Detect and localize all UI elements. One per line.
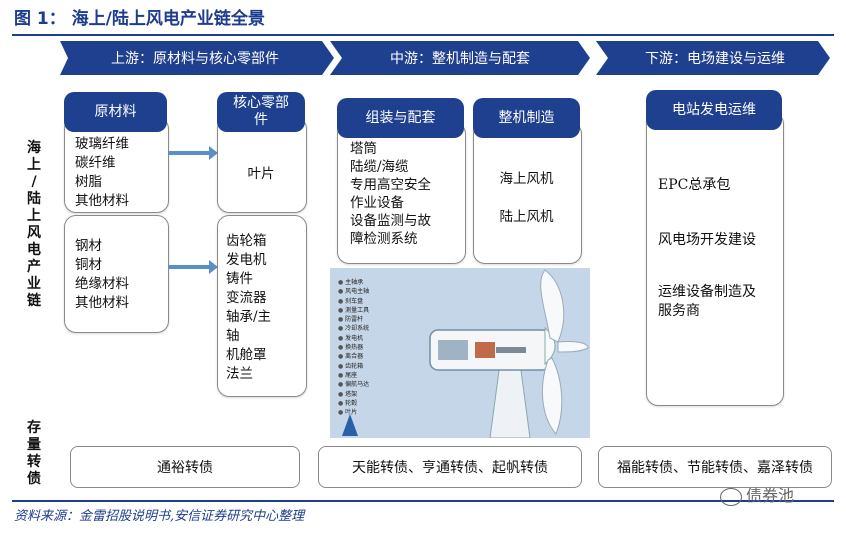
core-components-box-1 [217, 117, 307, 213]
turbine-diagram: ● 主轴承 ● 风电主轴 ● 刹车盘 ● 测量工具 ● 防雷杆 ● 冷却系统 ●… [330, 268, 590, 438]
footer-rule [12, 500, 834, 502]
turbine-header: 整机制造 [473, 98, 580, 138]
tower-shape [489, 362, 531, 438]
raw-materials-box-1 [64, 117, 169, 213]
midstream-band-shape [330, 41, 590, 75]
source-note: 资料来源：金雷招股说明书,安信证券研究中心整理 [14, 509, 305, 524]
assembly-box [337, 122, 466, 264]
bonds-midstream: 天能转债、亨通转债、起帆转债 [318, 446, 582, 488]
stage-upstream: 上游：原材料与核心零部件 [111, 51, 279, 67]
side-label-chain: 海上 /陆 上风 电产 业链 [27, 140, 41, 309]
arrow-raw-to-core-1 [168, 146, 218, 160]
turbine-list: 海上风机陆上风机 [499, 171, 554, 225]
assembly-header: 组装与配套 [337, 98, 464, 138]
bonds-upstream: 通裕转债 [70, 446, 300, 488]
blade-upper [540, 269, 565, 343]
blade-right [557, 341, 589, 353]
stage-bands-shapes [60, 41, 830, 75]
watermark: 债券池 [720, 482, 794, 506]
upstream-band-shape [60, 41, 334, 75]
diagram-legend: ● 主轴承 ● 风电主轴 ● 刹车盘 ● 测量工具 ● 防雷杆 ● 冷却系统 ●… [338, 279, 370, 417]
core-components-list-2: 齿轮箱发电机 铸件变流器 轴承/主轴 机舱罩法兰 [226, 233, 272, 382]
downstream-band-shape [596, 41, 830, 75]
generator-shape [438, 340, 468, 360]
side-label-bonds: 存量 转债 [27, 420, 41, 487]
arrow-raw-to-core-2 [168, 260, 218, 274]
figure-title: 图 1： 海上/陆上风电产业链全景 [14, 9, 265, 29]
raw-materials-box-2 [64, 215, 169, 333]
wechat-icon [720, 487, 742, 506]
core-components-list-1: 叶片 [247, 166, 275, 182]
stage-downstream: 下游：电场建设与运维 [645, 51, 785, 67]
raw-materials-list-1: 玻璃纤维碳纤维 树脂其他材料 [75, 136, 129, 209]
turbine-illustration [342, 269, 589, 438]
turbine-box [473, 122, 582, 264]
core-components-header: 核心零部件 [217, 92, 305, 132]
core-components-box-2 [217, 215, 307, 397]
downstream-box [646, 112, 784, 406]
raw-materials-header: 原材料 [64, 92, 167, 132]
bonds-downstream: 福能转债、节能转债、嘉泽转债 [598, 446, 832, 488]
main-shaft-shape [496, 347, 526, 353]
title-rule [12, 34, 834, 36]
downstream-header: 电站发电运维 [646, 90, 782, 130]
blade-lower [541, 357, 563, 435]
downstream-list: EPC总承包 风电场开发建设 运维设备制造及 服务商 [658, 177, 756, 319]
gearbox-shape [475, 342, 495, 358]
assembly-list: 塔筒陆缆/海缆 专用高空安全作业设备 设备监测与故障检测系统 [350, 141, 431, 247]
raw-materials-list-2: 钢材铜材 绝缘材料其他材料 [75, 238, 129, 311]
stage-midstream: 中游：整机制造与配套 [390, 51, 530, 67]
logo-mark [342, 414, 358, 436]
